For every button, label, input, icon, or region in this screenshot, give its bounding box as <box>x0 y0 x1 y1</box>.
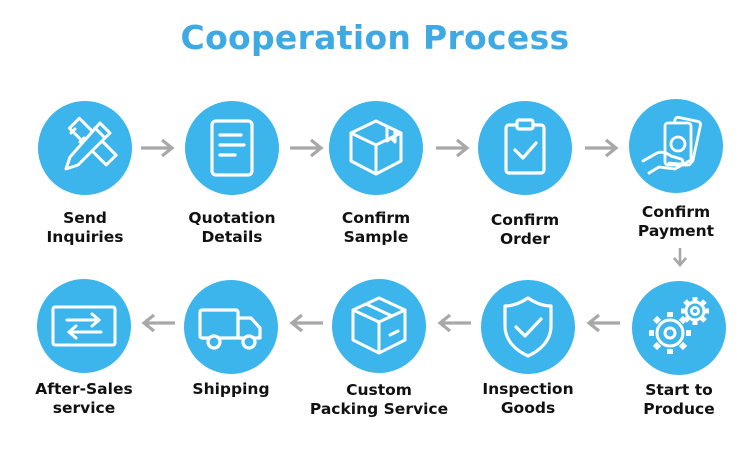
step-circle <box>38 101 132 195</box>
step-circle <box>481 280 575 374</box>
step-label: Confirm Sample <box>341 209 411 246</box>
step-circle <box>332 279 426 373</box>
shield-check-icon <box>503 296 553 358</box>
step-label: After-Sales service <box>35 380 133 417</box>
step-label: Start to Produce <box>643 381 715 418</box>
step-circle <box>629 99 723 193</box>
arrow-right-icon <box>582 137 622 159</box>
arrow-right-icon <box>433 137 473 159</box>
step-label: Send Inquiries <box>46 209 124 246</box>
page-title: Cooperation Process <box>180 18 570 57</box>
step-circle <box>185 101 279 195</box>
step-label: Shipping <box>192 380 270 398</box>
step-label: Quotation Details <box>188 209 276 246</box>
payment-icon <box>641 115 702 175</box>
arrow-left-icon <box>583 312 623 334</box>
step-circle <box>184 280 278 374</box>
step-circle <box>478 101 572 195</box>
step-circle <box>37 279 131 373</box>
box-icon <box>349 119 403 176</box>
step-circle <box>632 281 726 375</box>
exchange-icon <box>51 305 117 347</box>
arrow-right-icon <box>138 137 178 159</box>
arrow-down-icon <box>670 246 690 268</box>
clipboard-check-icon <box>504 118 546 175</box>
arrow-left-icon <box>286 312 326 334</box>
document-icon <box>210 119 254 177</box>
truck-icon <box>198 308 262 350</box>
pencil-ruler-icon <box>64 116 118 171</box>
step-label: Confirm Order <box>490 211 560 248</box>
package-icon <box>351 296 407 355</box>
gears-icon <box>649 297 709 354</box>
arrow-left-icon <box>434 312 474 334</box>
step-label: Confirm Payment <box>637 203 715 240</box>
step-label: Inspection Goods <box>482 380 574 417</box>
arrow-left-icon <box>138 312 178 334</box>
arrow-right-icon <box>287 137 327 159</box>
step-label: Custom Packing Service <box>309 381 449 418</box>
step-circle <box>329 101 423 195</box>
